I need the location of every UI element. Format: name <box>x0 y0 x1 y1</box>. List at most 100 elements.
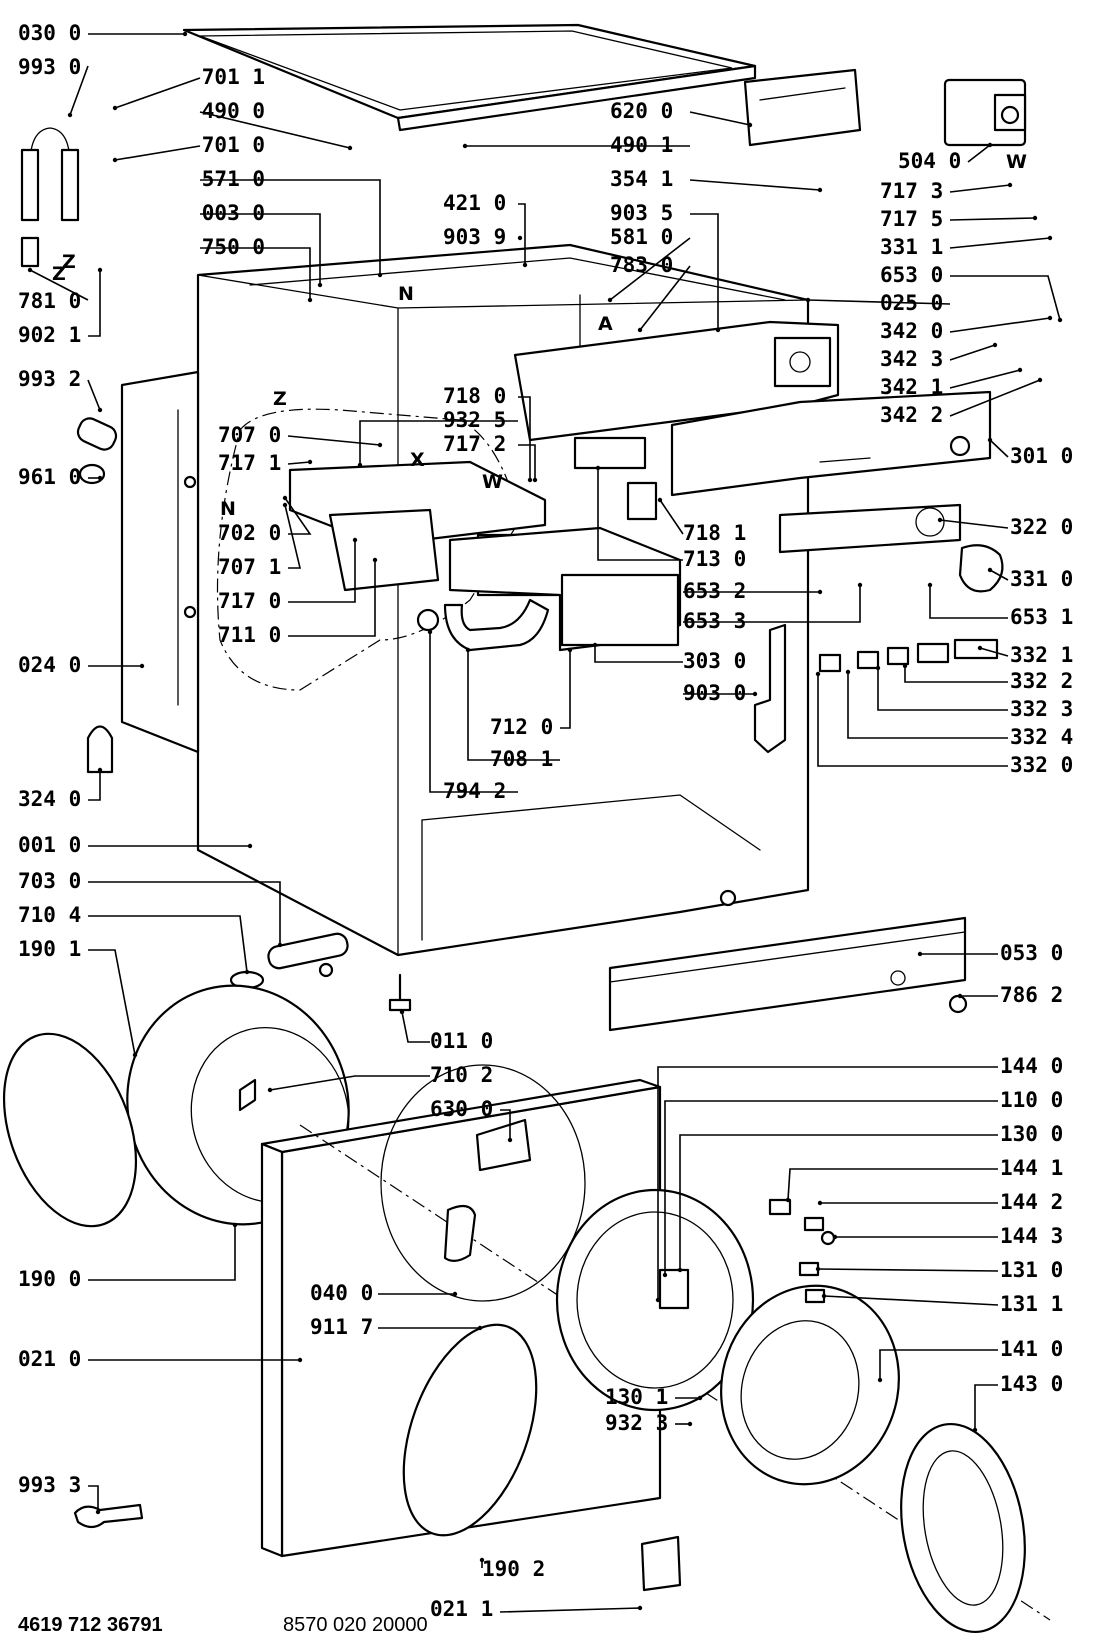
bellow-190-2 <box>402 1323 538 1537</box>
callout-leader-end <box>352 537 358 543</box>
callout-leader <box>967 144 991 163</box>
callout-leader <box>950 275 1061 321</box>
callout-leader-end <box>1047 315 1053 321</box>
callout-leader <box>200 213 321 285</box>
callout-leader-end <box>987 142 993 148</box>
callout-label: 011 0 <box>430 1029 493 1053</box>
callout-label: 717 2 <box>443 432 506 456</box>
callout-leader <box>949 217 1036 221</box>
callout-label: 144 0 <box>1000 1054 1063 1078</box>
detergent-area-outline <box>216 408 521 691</box>
callout-label: 030 0 <box>18 21 81 45</box>
door-glass-frame <box>720 1284 900 1486</box>
callout-leader-end <box>244 969 250 975</box>
zone-letters: Z Z Z N N A X W W <box>52 151 1027 520</box>
callout-label: 303 0 <box>683 649 746 673</box>
callout-leader <box>269 1075 430 1091</box>
callout-leader-end <box>1057 317 1063 323</box>
callout-label: 903 5 <box>610 201 673 225</box>
callout-leader-end <box>875 665 881 671</box>
callout-leader <box>288 560 376 637</box>
callout-leader <box>879 1349 998 1380</box>
callout-leader-end <box>567 647 573 653</box>
callout-label: 717 0 <box>218 589 281 613</box>
callout-leader <box>88 1485 99 1512</box>
callout-label: 021 1 <box>430 1597 493 1621</box>
callout-leader <box>88 915 248 973</box>
callout-leader-end <box>95 1509 101 1515</box>
callout-leader <box>939 519 1009 529</box>
callout-leader <box>817 1268 999 1272</box>
callout-leader-end <box>97 267 103 273</box>
callout-leader <box>88 770 101 801</box>
callout-leader-end <box>927 582 933 588</box>
callout-label: 301 0 <box>1010 444 1073 468</box>
callout-label: 190 2 <box>482 1557 545 1581</box>
callout-leader-end <box>937 517 943 523</box>
callout-label: 131 1 <box>1000 1292 1063 1316</box>
callout-leader-end <box>282 495 288 501</box>
callout-leader <box>88 270 101 337</box>
callout-label: 717 5 <box>880 207 943 231</box>
callout-label: 144 3 <box>1000 1224 1063 1248</box>
callout-label: 190 1 <box>18 937 81 961</box>
callout-label: 332 1 <box>1010 643 1073 667</box>
program-knob <box>958 544 1004 593</box>
callout-label: 718 0 <box>443 384 506 408</box>
callout-leader <box>904 666 1008 683</box>
callout-leader <box>560 650 571 729</box>
callout-label: 025 0 <box>880 291 943 315</box>
heater-seal <box>76 417 118 451</box>
callout-label: 342 2 <box>880 403 943 427</box>
door-lock <box>475 1118 532 1172</box>
callout-leader <box>518 396 531 480</box>
callout-leader <box>29 269 89 301</box>
callout-leader-end <box>747 122 753 128</box>
callout-label: 794 2 <box>443 779 506 803</box>
callout-leader <box>787 1168 998 1201</box>
callout-label: 141 0 <box>1000 1337 1063 1361</box>
spanner-993-3 <box>73 1503 144 1529</box>
callout-leader-end <box>67 112 73 118</box>
callout-leader <box>664 1100 998 1275</box>
callout-label: 712 0 <box>490 715 553 739</box>
callout-leader <box>689 111 751 126</box>
callout-leader <box>689 179 821 191</box>
callout-leader <box>518 203 526 265</box>
callout-leader <box>287 435 381 446</box>
footer-left-code: 4619 712 36791 <box>18 1614 163 1636</box>
callout-leader-end <box>662 1272 668 1278</box>
callout-leader-end <box>595 465 601 471</box>
callout-leader <box>594 645 683 663</box>
callout-label: 342 1 <box>880 375 943 399</box>
callout-leader-end <box>97 475 103 481</box>
callout-leader-end <box>832 1234 838 1240</box>
callout-leader <box>401 1011 430 1043</box>
callout-leader-end <box>1017 367 1023 373</box>
callout-label: 024 0 <box>18 653 81 677</box>
callout-leader <box>199 111 351 149</box>
callout-label: 421 0 <box>443 191 506 215</box>
callout-leader-end <box>247 843 253 849</box>
footer-right-code: 8570 020 20000 <box>283 1614 428 1636</box>
callout-leader-end <box>992 342 998 348</box>
callout-label: 932 5 <box>443 408 506 432</box>
callout-leader <box>69 65 89 116</box>
callout-leader <box>467 650 560 761</box>
door-frame <box>555 1188 755 1412</box>
callout-label: 332 4 <box>1010 725 1073 749</box>
callout-label: 332 0 <box>1010 753 1073 777</box>
label-021-1 <box>640 1535 682 1592</box>
callout-label: 040 0 <box>310 1281 373 1305</box>
callout-leader-end <box>592 642 598 648</box>
callout-label: 131 0 <box>1000 1258 1063 1282</box>
callout-leader <box>609 237 691 301</box>
callout-leader <box>949 184 1011 193</box>
callout-leader <box>847 672 1008 739</box>
callout-label: 717 1 <box>218 451 281 475</box>
callout-label: 504 0 <box>898 149 961 173</box>
door-handle <box>443 1204 477 1262</box>
callout-label: 130 1 <box>605 1385 668 1409</box>
